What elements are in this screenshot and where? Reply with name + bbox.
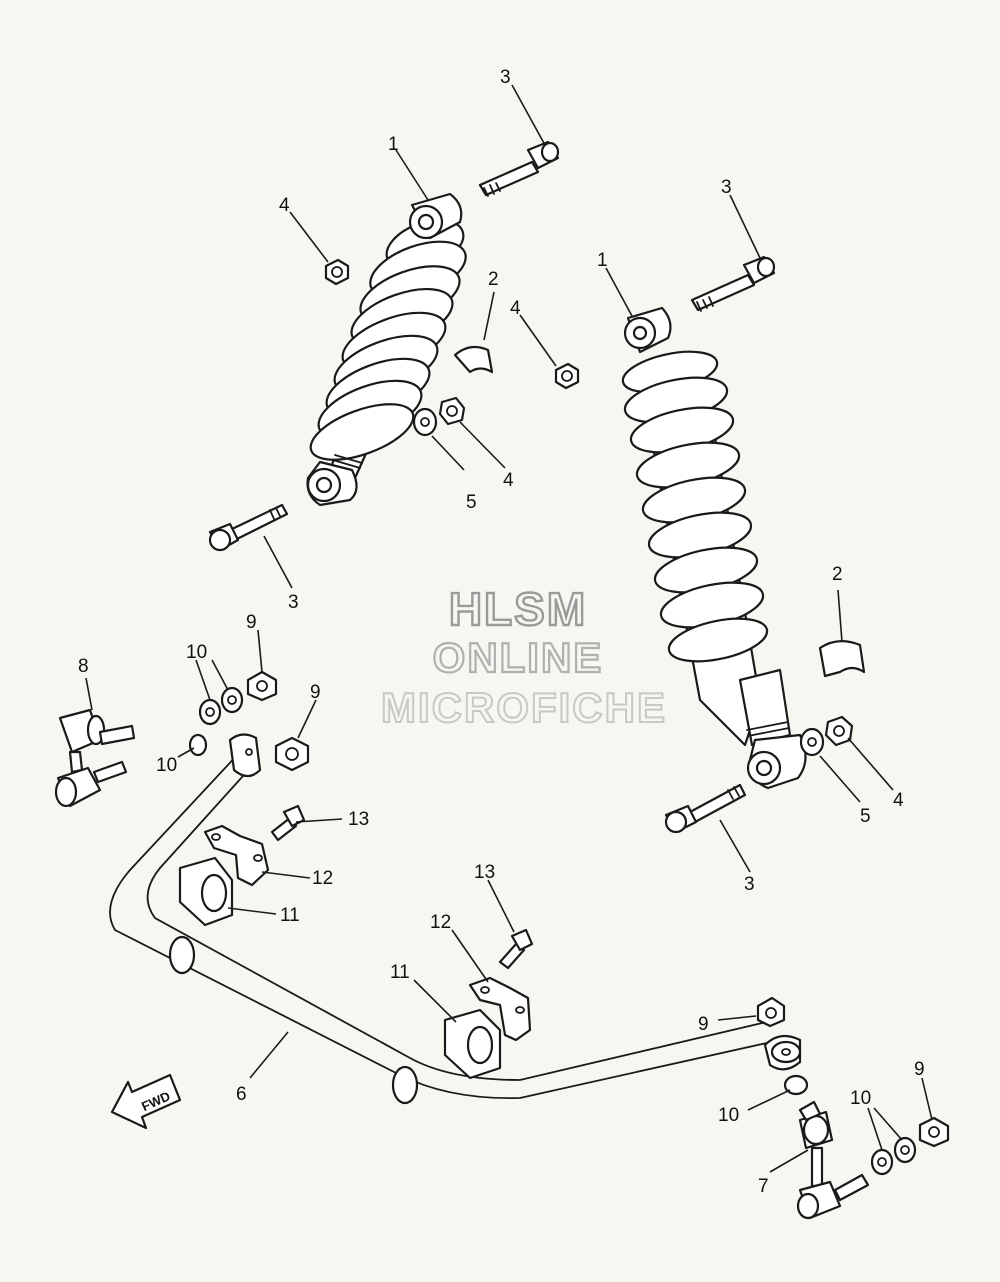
left-link-nut-1[interactable] (246, 670, 278, 702)
callout-10: 10 (156, 755, 177, 776)
callout-9: 9 (914, 1059, 925, 1080)
right-lower-washer[interactable] (799, 727, 825, 757)
callout-11: 11 (390, 962, 410, 983)
callout-1: 1 (388, 134, 399, 155)
watermark: HLSM ONLINE MICROFICHE (380, 582, 667, 732)
right-bracket[interactable] (468, 976, 532, 1042)
watermark-line-2: ONLINE (433, 634, 604, 681)
right-link-washer-2[interactable] (893, 1136, 917, 1164)
left-lower-bolt[interactable] (208, 503, 289, 552)
callout-9: 9 (698, 1014, 709, 1035)
leader-lines (85, 84, 933, 1173)
left-link-nut-2[interactable] (274, 736, 310, 772)
callout-10: 10 (718, 1105, 739, 1126)
left-shock-spring (309, 219, 467, 461)
left-link-washer-1[interactable] (198, 698, 222, 726)
right-link-nut-1[interactable] (918, 1116, 950, 1148)
left-lower-washer[interactable] (412, 407, 438, 437)
right-link-washer-3[interactable] (783, 1074, 809, 1096)
callout-3: 3 (721, 177, 732, 198)
left-stabilizer-link[interactable] (54, 708, 136, 808)
callout-12: 12 (312, 868, 333, 889)
right-shock-spring (621, 350, 769, 663)
watermark-line-1: HLSM (449, 583, 587, 635)
right-stabilizer-link[interactable] (796, 1100, 870, 1220)
callout-2: 2 (488, 269, 499, 290)
callout-4: 4 (893, 790, 904, 811)
callout-4: 4 (510, 298, 521, 319)
left-link-washer-2[interactable] (220, 686, 244, 714)
callout-12: 12 (430, 912, 451, 933)
callout-7: 7 (758, 1176, 769, 1197)
watermark-line-3: MICROFICHE (381, 684, 667, 731)
right-collar[interactable] (818, 640, 866, 678)
callout-13: 13 (348, 809, 369, 830)
right-upper-nut[interactable] (554, 362, 580, 390)
callout-8: 8 (78, 656, 89, 677)
right-shock-absorber[interactable] (619, 306, 807, 790)
left-bracket[interactable] (203, 824, 270, 887)
callout-3: 3 (744, 874, 755, 895)
right-link-washer-1[interactable] (870, 1148, 894, 1176)
callout-4: 4 (279, 195, 290, 216)
callout-9: 9 (246, 612, 257, 633)
left-bracket-bolt[interactable] (270, 804, 306, 842)
callout-2: 2 (832, 564, 843, 585)
left-collar[interactable] (453, 345, 494, 374)
fwd-arrow: FWD (110, 1073, 182, 1130)
right-bushing[interactable] (443, 1008, 502, 1080)
callout-4: 4 (503, 470, 514, 491)
callout-1: 1 (597, 250, 608, 271)
left-upper-nut[interactable] (324, 258, 350, 286)
callout-3: 3 (288, 592, 299, 613)
callout-6: 6 (236, 1084, 247, 1105)
right-bracket-bolt[interactable] (498, 928, 534, 970)
left-lower-nut[interactable] (438, 396, 466, 426)
right-link-nut-2[interactable] (756, 996, 786, 1028)
callout-labels: 3 1 4 2 5 4 3 3 1 4 2 4 5 3 8 10 9 9 10 … (78, 67, 925, 1197)
stabilizer-bar[interactable] (109, 733, 802, 1105)
right-lower-bolt[interactable] (664, 783, 747, 834)
left-link-washer-3[interactable] (188, 733, 208, 757)
callout-9: 9 (310, 682, 321, 703)
left-bushing[interactable] (178, 856, 234, 927)
right-lower-nut[interactable] (824, 715, 854, 747)
callout-11: 11 (280, 905, 300, 926)
left-upper-bolt[interactable] (478, 140, 560, 197)
right-upper-bolt[interactable] (690, 255, 776, 312)
callout-5: 5 (466, 492, 477, 513)
callout-10: 10 (850, 1088, 871, 1109)
callout-3: 3 (500, 67, 511, 88)
callout-13: 13 (474, 862, 495, 883)
left-shock-absorber[interactable] (304, 192, 473, 507)
callout-5: 5 (860, 806, 871, 827)
callout-10: 10 (186, 642, 207, 663)
